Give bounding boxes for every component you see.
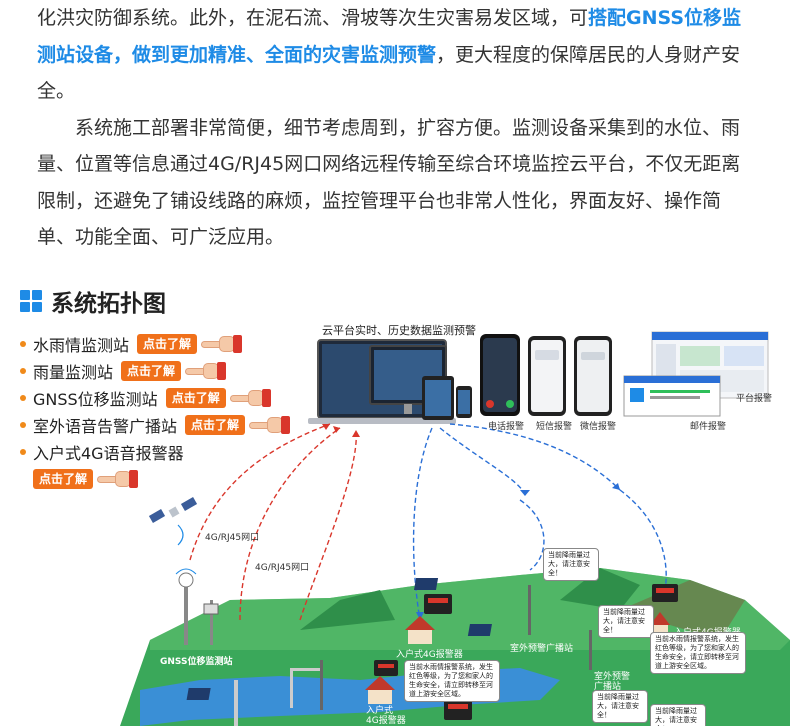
platform-alert-label: 平台报警 [736, 394, 773, 404]
satellite-icon [148, 497, 198, 546]
learn-more-button[interactable]: 点击了解 [121, 360, 182, 381]
paragraph-2: 系统施工部署非常简便，细节考虑周到，扩容方便。监测设备采集到的水位、雨量、位置等… [37, 116, 741, 249]
station-list: 水雨情监测站 点击了解 雨量监测站 点击了解 GNSS位移监测站 点击了解 室外… [20, 330, 320, 492]
learn-more-button[interactable]: 点击了解 [165, 387, 226, 408]
station-name: 室外语音告警广播站 [33, 416, 178, 436]
link-label-1: 4G/RJ45网口 [205, 533, 260, 543]
email-alert-label: 邮件报警 [690, 422, 727, 432]
bullet-icon [20, 448, 26, 455]
sms-alert-label: 短信报警 [536, 422, 573, 432]
cloud-devices [308, 339, 472, 424]
station-name: 入户式4G语音报警器 [33, 443, 184, 463]
alert-bubble-2: 当前降雨量过大，请注意安全！ [598, 605, 654, 638]
home-alarm-label-1: 入户式4G报警器 [396, 650, 463, 660]
alert-bubble-3: 当前水雨情报警系统，发生红色等级，为了您和家人的生命安全，请立即转移至河道上游安… [650, 632, 746, 674]
learn-more-button[interactable]: 点击了解 [137, 333, 198, 354]
alert-bubble-6: 当前降雨量过大，请注意安全！ [650, 704, 706, 726]
station-name: 水雨情监测站 [33, 335, 130, 355]
station-item-hydrology: 水雨情监测站 点击了解 [20, 330, 320, 357]
houses [365, 612, 670, 704]
station-item-rainfall: 雨量监测站 点击了解 [20, 357, 320, 384]
gnss-node-label: GNSS位移监测站 [160, 657, 233, 667]
solar-poles [186, 578, 592, 726]
section-title: 系统拓扑图 [51, 291, 166, 317]
bullet-icon [20, 421, 26, 428]
grid-icon [20, 290, 42, 312]
alert-bubble-4: 当前水雨情报警系统，发生红色等级，为了您和家人的生命安全，请立即转移至河道上游安… [404, 660, 500, 702]
platform-screen [623, 331, 769, 417]
pointing-hand-icon [185, 361, 227, 381]
pointing-hand-icon [97, 469, 139, 489]
broadcast-label-1: 室外预警广播站 [510, 644, 574, 654]
article: 化洪灾防御系统。此外，在泥石流、滑坡等次生灾害易发区域，可搭配GNSS位移监测站… [37, 0, 757, 256]
bullet-icon [20, 367, 26, 374]
paragraph-1-highlight: 搭配GNSS位移监测站设备，做到更加精准、全面的灾害监测预警 [37, 7, 742, 66]
gnss-station-icon [175, 568, 219, 645]
pointing-hand-icon [249, 415, 291, 435]
link-label-2: 4G/RJ45网口 [255, 563, 310, 573]
bullet-icon [20, 340, 26, 347]
alert-bubble-1: 当前降雨量过大，请注意安全！ [543, 548, 599, 581]
call-alert-label: 电话报警 [488, 422, 525, 432]
home-alarm-label-3: 入户式 4G报警器 [366, 706, 406, 726]
pointing-hand-icon [229, 388, 272, 408]
cloud-platform-title: 云平台实时、历史数据监测预警 [322, 324, 476, 337]
paragraph-1-tail: ，更大程度的保障居民的人身财产安全。 [37, 43, 741, 103]
station-name: GNSS位移监测站 [33, 389, 158, 409]
learn-more-button[interactable]: 点击了解 [33, 468, 94, 489]
paragraph-1: 化洪灾防御系统。此外，在泥石流、滑坡等次生灾害易发区域，可搭配GNSS位移监测站… [37, 0, 757, 110]
paragraph-1-text: 化洪灾防御系统。此外，在泥石流、滑坡等次生灾害易发区域，可 [37, 7, 589, 29]
station-item-home-alarm-action: 点击了解 [20, 465, 320, 492]
station-item-gnss: GNSS位移监测站 点击了解 [20, 384, 320, 411]
station-item-home-alarm: 入户式4G语音报警器 [20, 438, 320, 465]
learn-more-button[interactable]: 点击了解 [185, 414, 246, 435]
broadcast-label-2: 室外预警 广播站 [594, 672, 631, 692]
alarm-devices [374, 584, 678, 720]
section-header: 系统拓扑图 [20, 284, 166, 318]
pointing-hand-icon [201, 334, 243, 354]
red-links [189, 423, 357, 621]
bullet-icon [20, 394, 26, 401]
alert-bubble-5: 当前降雨量过大，请注意安全！ [592, 690, 648, 723]
station-name: 雨量监测站 [33, 362, 114, 382]
station-item-broadcast: 室外语音告警广播站 点击了解 [20, 411, 320, 438]
blue-links [412, 423, 667, 621]
wechat-alert-label: 微信报警 [580, 422, 617, 432]
alert-phones [480, 334, 612, 416]
